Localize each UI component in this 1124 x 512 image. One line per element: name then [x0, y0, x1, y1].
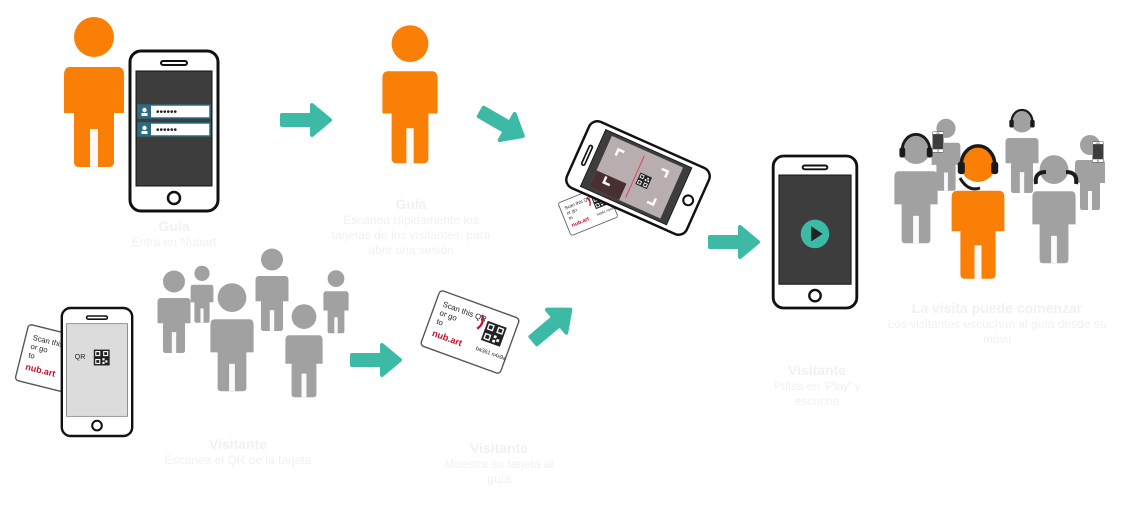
arrow-right-icon	[521, 296, 583, 354]
card-code-text: ba361 n4x9a	[596, 206, 615, 217]
caption-title: Guía	[395, 196, 427, 212]
headphones-icon	[957, 144, 999, 175]
guide-person-tour	[951, 146, 1005, 279]
smartphone-icon	[1092, 141, 1104, 163]
scan-line	[625, 155, 645, 198]
caption-visitor-play: Visitante Pulsa en 'Play' y escucha	[766, 362, 868, 409]
caption-text: Escanea rápidamente los tarjetas de los …	[331, 213, 491, 257]
visitor-person-2	[190, 265, 214, 323]
caption-text: Entra en Nubart	[131, 235, 217, 249]
login-form: •••••• ••••••	[137, 104, 211, 137]
guide-person-scan	[382, 25, 438, 164]
card-to-text: to	[568, 215, 574, 221]
caption-visitor-scan: Visitante Escanea el QR de la tarjeta	[140, 436, 336, 468]
caption-text: Muestra su tarjeta al guía	[444, 457, 554, 486]
headphones-icon	[1009, 108, 1035, 128]
visitor-person-1	[157, 270, 191, 353]
visitor-phone-play	[771, 154, 859, 310]
arrow-right-icon	[471, 97, 533, 151]
card-or-text: or go	[566, 207, 578, 216]
smartphone-icon	[932, 131, 944, 153]
visitor-person-5	[285, 304, 323, 398]
caption-text: Escanea el QR de la tarjeta	[164, 453, 312, 467]
caption-title: Visitante	[787, 362, 847, 378]
arrow-right-icon	[350, 343, 402, 377]
guide-person-login	[64, 17, 124, 167]
arrow-right-icon	[280, 103, 332, 137]
card-to-text: to	[27, 350, 35, 360]
caption-text: Los visitantes escuchan al guía desde su…	[887, 317, 1107, 346]
password-field: ••••••	[156, 107, 178, 118]
arrow-right-icon	[708, 225, 760, 259]
caption-title: La visita puede comenzar	[911, 300, 1083, 316]
scan-frame	[602, 147, 670, 207]
phone-overlay	[66, 324, 128, 416]
caption-guide-login: Guía Entra en Nubart	[104, 218, 244, 250]
headphones-icon	[899, 133, 933, 158]
guide-phone-scanning	[562, 117, 714, 239]
microphone-icon	[958, 177, 981, 191]
password-field: ••••••	[156, 125, 178, 136]
caption-title: Visitante	[469, 440, 529, 456]
card-to-text: to	[435, 317, 445, 328]
visitor-person-6	[323, 270, 349, 334]
phone-qr-label: QR	[75, 352, 86, 361]
visitor-person-tour-5	[1032, 155, 1076, 264]
caption-title: Visitante	[208, 436, 268, 452]
visitor-person-tour-2	[1005, 110, 1039, 193]
visitor-person-3	[210, 283, 254, 392]
camera-view	[589, 135, 684, 219]
guide-phone-login: •••••• ••••••	[128, 49, 220, 213]
card-or-text: or go	[30, 342, 49, 355]
earbuds-icon	[1033, 170, 1079, 185]
caption-guide-scan: Guía Escanea rápidamente los tarjetas de…	[322, 196, 500, 258]
play-icon	[800, 219, 830, 249]
caption-text: Pulsa en 'Play' y escucha	[773, 379, 861, 408]
visitor-person-tour-3	[894, 135, 938, 244]
visitor-person-4	[255, 248, 289, 331]
caption-start: La visita puede comenzar Los visitantes …	[884, 300, 1110, 347]
caption-visitor-give: Visitante Muestra su tarjeta al guía	[432, 440, 566, 487]
caption-title: Guía	[158, 218, 190, 234]
qr-code-icon	[93, 349, 110, 366]
visitor-phone-scan: QR	[60, 306, 134, 438]
